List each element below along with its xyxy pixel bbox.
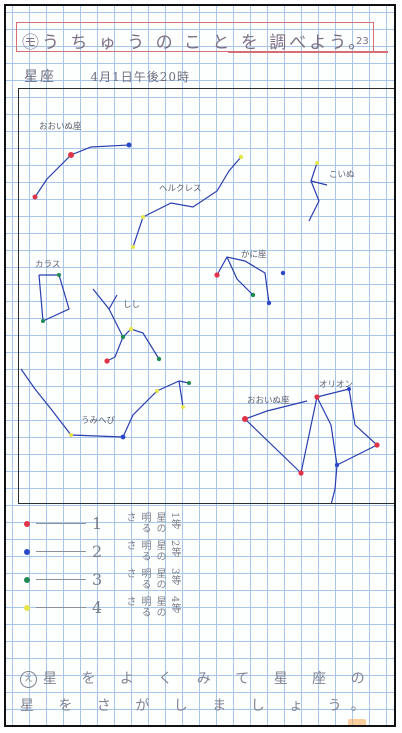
- legend-label: 4等星の明るさ: [124, 596, 180, 618]
- constellation-label: こいぬ: [329, 170, 355, 180]
- red-dot-icon: [24, 521, 30, 527]
- circled-marker: え: [20, 670, 37, 688]
- legend-item-1: 1 1等星の明るさ: [24, 512, 180, 540]
- constellation-label: かに座: [241, 249, 267, 260]
- legend-item-3: 3 3等星の明るさ: [24, 568, 180, 596]
- title-box: [16, 22, 374, 52]
- constellation-label: おおいぬ座: [39, 121, 82, 132]
- page-title: ㋲う ち ゅ う の こ と を 調べよう。: [22, 33, 369, 53]
- legend-dash: [36, 579, 86, 580]
- legend-label: 3等星の明るさ: [124, 568, 180, 590]
- constellation-label: オリオン: [319, 380, 353, 390]
- constellation-1: おおいぬ座: [32, 121, 132, 200]
- legend-number: 2: [92, 542, 103, 561]
- legend-number: 1: [92, 514, 103, 533]
- legend-dash: [36, 551, 86, 552]
- constellation-label: しし: [123, 300, 140, 310]
- legend-label: 2等星の明るさ: [124, 540, 180, 562]
- yellow-dot-icon: [24, 605, 30, 611]
- legend-label: 1等星の明るさ: [124, 512, 180, 534]
- legend-item-2: 2 2等星の明るさ: [24, 540, 180, 568]
- constellation-label: うみへび: [81, 416, 116, 426]
- constellation-3: こいぬ: [308, 161, 355, 222]
- title-underline: [228, 51, 388, 53]
- notebook-page: ㋲う ち ゅ う の こ と を 調べよう。 23 星座 4月1日午後20時 お…: [4, 4, 396, 727]
- page-number: 23: [356, 36, 369, 47]
- legend-item-4: 4 4等星の明るさ: [24, 596, 180, 624]
- topic-label: 星座: [24, 69, 56, 85]
- constellation-9: オリオン: [314, 380, 380, 503]
- constellation-5: しし: [92, 288, 162, 364]
- legend-dash: [36, 607, 86, 608]
- legend: 1 1等星の明るさ 2 2等星の明るさ 3 3等星の明るさ 4 4等星の明るさ: [24, 512, 180, 638]
- corner-stamp: [348, 719, 366, 725]
- legend-dash: [36, 523, 86, 524]
- green-dot-icon: [24, 577, 30, 583]
- subtitle: 星座 4月1日午後20時: [24, 66, 190, 86]
- observation-date: 4月1日午後20時: [90, 70, 190, 84]
- constellation-label: おおいぬ座: [247, 395, 290, 406]
- constellation-label: ヘルクレス: [159, 184, 202, 194]
- constellation-4: かに座: [214, 249, 286, 306]
- observation-note: え星 を よ く み て 星 座 の 星 を さ が し ま し ょ う。: [20, 666, 392, 720]
- star-map-drawing: おおいぬ座 ヘルクレス こいぬ: [20, 121, 380, 503]
- constellation-8: おおいぬ座: [242, 395, 318, 476]
- constellation-2: ヘルクレス: [131, 154, 244, 249]
- constellation-label: カラス: [35, 260, 60, 270]
- note-text: 星 を よ く み て 星 座 の 星 を さ が し ま し ょ う。: [20, 671, 375, 714]
- graph-paper-grid: [6, 6, 394, 725]
- legend-number: 4: [92, 598, 103, 617]
- legend-number: 3: [92, 570, 103, 589]
- constellation-6: カラス: [35, 260, 70, 323]
- constellation-7: うみへび: [20, 368, 191, 440]
- blue-dot-icon: [24, 549, 30, 555]
- star-map: おおいぬ座 ヘルクレス こいぬ: [18, 88, 394, 504]
